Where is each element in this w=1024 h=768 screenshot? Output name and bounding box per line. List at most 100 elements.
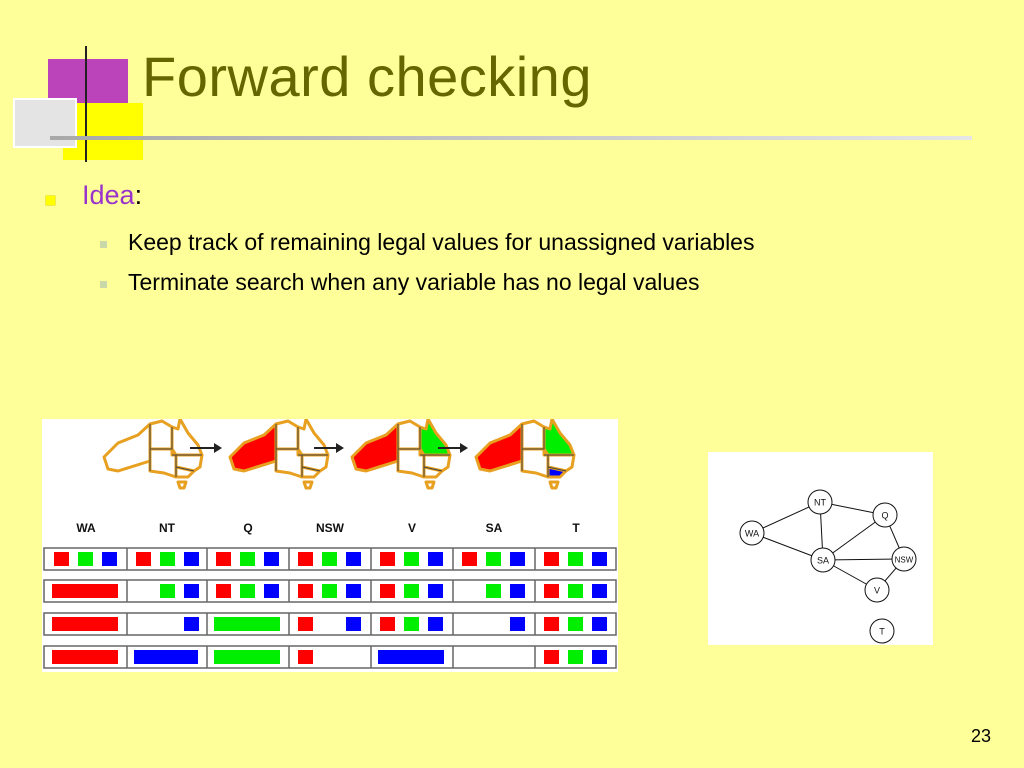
column-header-v: V [408, 521, 416, 535]
slide-number: 23 [970, 726, 991, 746]
domain-row-3 [43, 612, 617, 636]
column-header-nt: NT [159, 521, 176, 535]
assigned-value-blue [134, 650, 198, 664]
graph-edge-sa-nsw [822, 558, 905, 561]
graph-node-label-nsw: NSW [895, 556, 914, 565]
map-borders [521, 424, 574, 477]
domain-value-red [380, 552, 395, 566]
map-region-nt [520, 419, 546, 451]
graph-node-label-wa: WA [745, 529, 759, 539]
domain-value-red [216, 584, 231, 598]
map-region-nt [148, 419, 174, 451]
map-region-sa [520, 447, 550, 479]
domain-value-red [462, 552, 477, 566]
domain-value-red [544, 617, 559, 631]
domain-value-blue [346, 617, 361, 631]
domain-value-blue [428, 552, 443, 566]
decorative-squares [13, 46, 144, 162]
domain-value-blue [184, 584, 199, 598]
domain-value-green [568, 617, 583, 631]
slide-title: Forward checking [142, 45, 592, 108]
domain-value-red [544, 552, 559, 566]
map-region-wa [102, 422, 152, 473]
domain-value-green [568, 650, 583, 664]
graph-node-wa [739, 520, 765, 546]
australia-map-4 [474, 417, 576, 490]
graph-node-t [869, 618, 895, 644]
bullet-marker [46, 196, 55, 205]
domain-value-green [568, 552, 583, 566]
map-borders [149, 424, 202, 477]
domain-value-blue [592, 552, 607, 566]
graph-edge-wa-sa [751, 532, 824, 561]
map-region-t [424, 480, 436, 490]
domain-value-red [298, 650, 313, 664]
map-region-t [548, 480, 560, 490]
graph-node-sa [810, 547, 836, 573]
domain-value-green [160, 552, 175, 566]
australia-map-2 [228, 417, 330, 490]
graph-node-label-t: T [879, 627, 885, 637]
domain-value-blue [184, 552, 199, 566]
bullet-keyword: Idea [82, 180, 135, 210]
map-region-q [542, 417, 576, 457]
domain-value-red [216, 552, 231, 566]
graph-node-q [872, 502, 898, 528]
assigned-value-green [214, 617, 280, 631]
domain-value-red [298, 552, 313, 566]
column-header-t: T [572, 521, 580, 535]
map-region-sa [148, 447, 178, 479]
domain-value-green [322, 552, 337, 566]
domain-value-red [54, 552, 69, 566]
map-region-wa [474, 422, 524, 473]
column-header-nsw: NSW [316, 521, 345, 535]
domain-value-blue [510, 617, 525, 631]
domain-value-green [160, 584, 175, 598]
domain-value-blue [346, 552, 361, 566]
domain-value-red [298, 584, 313, 598]
title-underline [50, 136, 972, 140]
bullet-suffix: : [134, 180, 143, 210]
domain-row-4 [43, 645, 617, 669]
column-header-sa: SA [486, 521, 503, 535]
domain-value-blue [592, 584, 607, 598]
domain-value-green [78, 552, 93, 566]
domain-value-blue [428, 617, 443, 631]
domain-value-red [380, 617, 395, 631]
domain-value-green [240, 584, 255, 598]
map-region-q [296, 417, 330, 457]
domain-value-green [322, 584, 337, 598]
graph-node-nsw [891, 546, 917, 572]
domain-value-red [136, 552, 151, 566]
assigned-value-blue [378, 650, 444, 664]
domain-value-green [404, 584, 419, 598]
map-region-wa [228, 422, 278, 473]
arrow-head [214, 443, 222, 453]
assigned-value-red [52, 617, 118, 631]
map-region-nt [396, 419, 422, 451]
assigned-value-red [52, 584, 118, 598]
domain-value-green [404, 552, 419, 566]
domain-value-green [404, 617, 419, 631]
domain-value-blue [346, 584, 361, 598]
map-borders [397, 424, 450, 477]
domain-value-green [240, 552, 255, 566]
domain-value-blue [264, 584, 279, 598]
map-region-sa [396, 447, 426, 479]
map-borders [275, 424, 328, 477]
domain-value-red [544, 584, 559, 598]
column-header-q: Q [243, 521, 252, 535]
sub-bullet-marker [100, 241, 107, 248]
arrow-head [460, 443, 468, 453]
column-header-wa: WA [76, 521, 96, 535]
domain-value-blue [510, 584, 525, 598]
map-region-sa [274, 447, 304, 479]
graph-node-nt [807, 489, 833, 515]
domain-value-red [544, 650, 559, 664]
domain-value-green [486, 584, 501, 598]
graph-node-v [864, 577, 890, 603]
domain-value-blue [428, 584, 443, 598]
graph-node-label-nt: NT [814, 498, 826, 508]
